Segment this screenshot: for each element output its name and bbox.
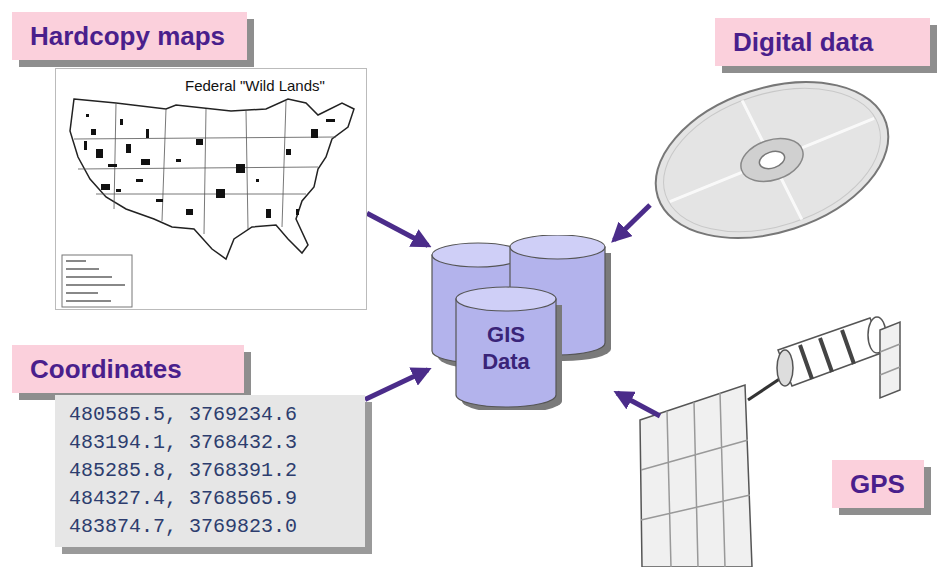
- database-cylinder: GIS Data: [430, 235, 615, 410]
- source-heading: Hardcopy maps: [12, 12, 247, 60]
- coordinate-row: 483194.1, 3768432.3: [69, 429, 351, 457]
- node-label: Coordinates: [30, 351, 226, 387]
- map-legend: [62, 255, 132, 307]
- source-heading: Digital data: [715, 18, 930, 66]
- node-label: Hardcopy maps: [30, 18, 229, 54]
- coordinate-row: 484327.4, 3768565.9: [69, 485, 351, 513]
- cd-arrow: [614, 205, 650, 240]
- source-heading: GPS: [832, 460, 924, 508]
- coordinate-row: 485285.8, 3768391.2: [69, 457, 351, 485]
- source-heading: Coordinates: [12, 345, 244, 393]
- cd-disc: [636, 54, 909, 265]
- gps-arrow: [617, 393, 660, 416]
- input-arrow: [367, 213, 428, 245]
- node-label: GPS: [850, 466, 906, 502]
- coordinate-row: 480585.5, 3769234.6: [69, 401, 351, 429]
- input-arrow: [365, 370, 428, 400]
- map-title: Federal "Wild Lands": [182, 77, 328, 94]
- coordinate-row: 483874.7, 3769823.0: [69, 513, 351, 541]
- node-label: Digital data: [733, 24, 912, 60]
- gps-satellite: [640, 317, 900, 567]
- hardcopy-map: Federal "Wild Lands": [55, 68, 367, 310]
- us-map: [56, 69, 368, 311]
- coordinate-table: 480585.5, 3769234.6483194.1, 3768432.348…: [55, 395, 365, 547]
- node-label: GIS Data: [468, 321, 544, 375]
